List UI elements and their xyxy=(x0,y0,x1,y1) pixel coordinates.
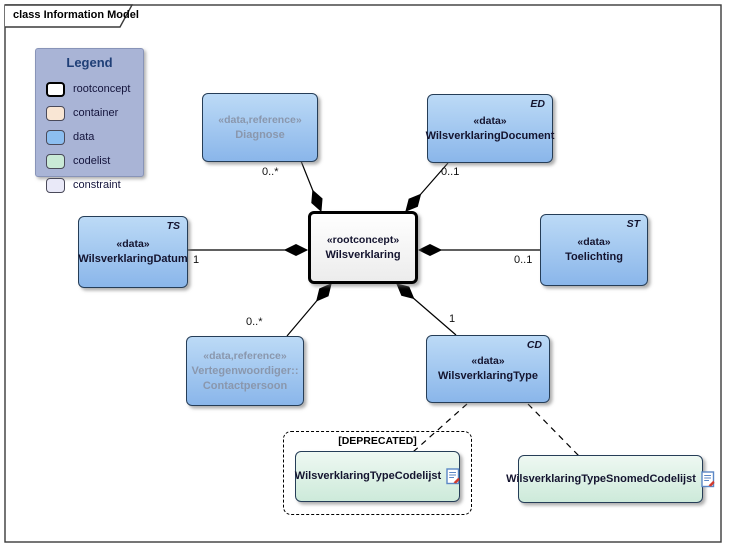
class-node-wilsverklaring-document[interactable]: ED «data» WilsverklaringDocument xyxy=(425,94,555,163)
class-name: WilsverklaringTypeCodelijst xyxy=(294,470,442,482)
datatype-tag: TS xyxy=(166,220,180,232)
legend-label: constraint xyxy=(73,179,121,191)
multiplicity-toelichting: 0..1 xyxy=(514,254,533,266)
deprecated-boundary: [DEPRECATED] xyxy=(283,431,472,515)
multiplicity-type: 1 xyxy=(449,313,456,325)
class-name: WilsverklaringType xyxy=(438,370,538,382)
multiplicity-contactpersoon: 0..* xyxy=(246,316,263,328)
class-name: WilsverklaringTypeSnomedCodelijst xyxy=(506,472,696,485)
data-swatch xyxy=(46,129,65,145)
rootconcept-swatch xyxy=(46,81,65,97)
multiplicity-diagnose: 0..* xyxy=(262,166,279,178)
legend-title: Legend xyxy=(66,55,113,70)
datatype-tag: CD xyxy=(526,339,542,351)
class-node-wilsverklaring-type[interactable]: CD «data» WilsverklaringType xyxy=(426,335,550,403)
legend-label: rootconcept xyxy=(73,83,131,95)
multiplicity-datum: 1 xyxy=(193,254,200,266)
class-name: Wilsverklaring xyxy=(325,248,401,261)
stereotype: «rootconcept» xyxy=(326,233,400,246)
stereotype: «data» xyxy=(116,238,150,250)
class-node-toelichting[interactable]: ST «data» Toelichting xyxy=(540,214,648,286)
legend-panel: Legend rootconcept container data codeli… xyxy=(35,48,144,193)
legend-item-codelist: codelist xyxy=(46,149,143,173)
codelist-document-icon xyxy=(701,470,715,487)
association-type xyxy=(396,283,457,336)
class-node-wilsverklaring-datum[interactable]: TS «data» WilsverklaringDatum xyxy=(78,216,188,288)
legend-rows: rootconcept container data codelist cons… xyxy=(46,77,143,197)
legend-label: data xyxy=(73,131,95,143)
legend-item-rootconcept: rootconcept xyxy=(46,77,143,101)
legend-label: codelist xyxy=(73,155,111,167)
deprecated-label: [DEPRECATED] xyxy=(338,435,417,447)
class-node-wilsverklaring-type-snomed-codelijst[interactable]: WilsverklaringTypeSnomedCodelijst xyxy=(506,455,715,503)
legend-item-container: container xyxy=(46,101,143,125)
class-name: WilsverklaringDocument xyxy=(425,129,555,142)
class-name-line2: Contactpersoon xyxy=(202,379,288,392)
legend-item-constraint: constraint xyxy=(46,173,143,197)
class-node-diagnose[interactable]: «data,reference» Diagnose xyxy=(202,93,318,162)
association-document xyxy=(405,162,449,212)
codelist-swatch xyxy=(46,153,65,169)
stereotype: «data,reference» xyxy=(218,113,302,126)
stereotype: «data,reference» xyxy=(203,349,287,362)
diagram-tab-title: class Information Model xyxy=(13,9,139,21)
constraint-swatch xyxy=(46,177,65,193)
dependency-codelijst xyxy=(412,403,468,453)
stereotype: «data» xyxy=(471,355,505,367)
multiplicity-document: 0..1 xyxy=(441,166,460,178)
datatype-tag: ST xyxy=(626,218,640,230)
class-name: Toelichting xyxy=(565,251,623,263)
diagram-tab-shape xyxy=(5,4,134,28)
container-swatch xyxy=(46,105,65,121)
legend-item-data: data xyxy=(46,125,143,149)
class-node-vertegenwoordiger-contactpersoon[interactable]: «data,reference» Vertegenwoordiger:: Con… xyxy=(186,336,304,406)
stereotype: «data» xyxy=(473,114,507,127)
class-name: Diagnose xyxy=(235,128,285,141)
class-node-wilsverklaring-type-codelijst[interactable]: WilsverklaringTypeCodelijst xyxy=(295,451,460,502)
legend-label: container xyxy=(73,107,119,119)
class-name: WilsverklaringDatum xyxy=(78,253,188,265)
association-contactpersoon xyxy=(286,283,332,337)
class-node-wilsverklaring[interactable]: «rootconcept» Wilsverklaring xyxy=(308,211,418,284)
stereotype: «data» xyxy=(577,236,611,248)
class-name-line1: Vertegenwoordiger:: xyxy=(191,364,299,377)
diagram-frame xyxy=(4,4,722,543)
datatype-tag: ED xyxy=(530,98,545,110)
codelist-document-icon xyxy=(446,468,460,485)
association-diagnose xyxy=(300,160,323,213)
dependency-snomed-codelijst xyxy=(527,403,580,457)
